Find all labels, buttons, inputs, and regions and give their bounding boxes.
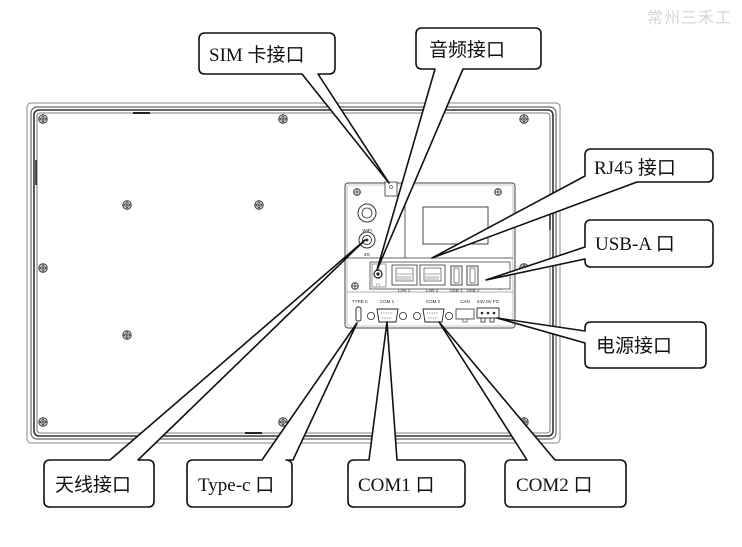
screw-icon (38, 263, 48, 273)
4g-antenna-port: 4G (358, 231, 376, 257)
callout-typec-label: Type-c 口 (198, 475, 274, 496)
callout-typec: Type-c 口 (186, 322, 358, 508)
can-label: CAN (460, 299, 470, 304)
callout-audio-label: 音频接口 (429, 39, 505, 61)
usb2-port: USB 2 (466, 265, 480, 293)
callout-com1-label: COM1 口 (358, 475, 435, 496)
power-terminal (476, 307, 500, 323)
com2-port (412, 308, 453, 323)
callout-antenna-label: 天线接口 (55, 474, 131, 496)
callout-rj45: RJ45 接口 (431, 148, 714, 259)
callout-antenna: 天线接口 (43, 239, 366, 508)
screw-icon (122, 330, 132, 340)
lan2-port: LAN 2 (419, 264, 446, 293)
callout-power: 电源接口 (496, 317, 707, 369)
can-port (455, 308, 475, 323)
usb1-label: USB 1 (449, 288, 463, 293)
com1-label: COM 1 (380, 299, 395, 304)
screw-icon (122, 200, 132, 210)
callout-rj45-label: RJ45 接口 (594, 157, 676, 179)
callout-usba-label: USB-A 口 (595, 234, 675, 255)
callout-com1: COM1 口 (347, 321, 466, 508)
usb2-label: USB 2 (466, 288, 480, 293)
usb1-port: USB 1 (449, 265, 463, 293)
screw-icon (254, 200, 264, 210)
wifi-antenna-port: WIFI (357, 203, 377, 233)
wifi-label: WIFI (362, 228, 372, 233)
com2-label: COM 2 (426, 299, 441, 304)
audio-jack: ∩ (371, 263, 387, 288)
sim-slot (384, 181, 398, 197)
power-label: 24V 0V FG (477, 299, 500, 304)
lan1-port: LAN 1 (391, 264, 418, 293)
callout-sim: SIM 卡接口 (198, 32, 390, 184)
4g-label: 4G (364, 252, 371, 257)
typec-label: TYPE C (352, 299, 369, 304)
callout-audio: 音频接口 (376, 27, 542, 271)
callout-com2: COM2 口 (438, 321, 627, 508)
screw-icon (519, 114, 529, 124)
watermark: 常州三禾工 (646, 8, 732, 27)
callout-power-label: 电源接口 (596, 335, 672, 357)
headphone-icon: ∩ (376, 282, 380, 288)
lan2-label: LAN 2 (426, 288, 439, 293)
typec-port (355, 306, 362, 322)
io-module: WIFI 4G ∩ LAN 1 LAN 2 (344, 181, 516, 329)
lan1-label: LAN 1 (398, 288, 411, 293)
callout-usba: USB-A 口 (485, 219, 714, 281)
screw-icon (38, 417, 48, 427)
callout-com2-label: COM2 口 (516, 475, 593, 496)
screw-icon (38, 114, 48, 124)
callout-sim-label: SIM 卡接口 (209, 44, 305, 66)
com1-port (366, 308, 407, 323)
screw-icon (278, 114, 288, 124)
